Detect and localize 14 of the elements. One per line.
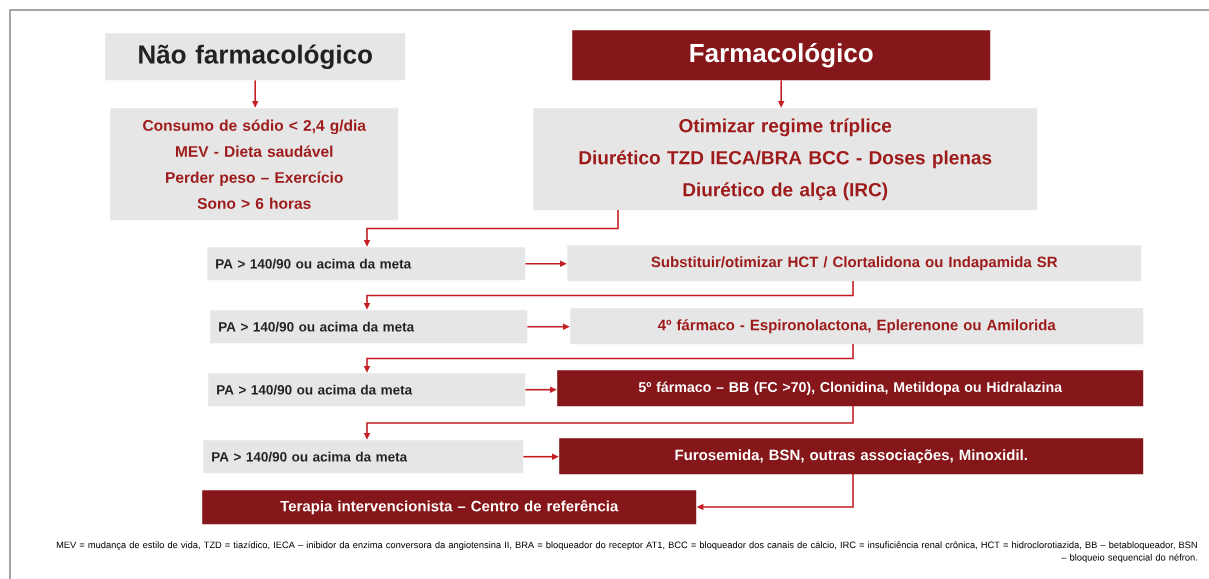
- caption-text: MEV = mudança de estilo de vida, TZD = tiazídico, IECA – inibidor da enzima conversora da angiotensina II, BRA = bloqueador do receptor AT1, BCC = bloqueador dos canais de cálcio, IRC = insuficiência renal crônica, HCT = hidroclorotiazida, BB – betabloqueador, BSN – bloqueio sequencial do néfron.: [56, 541, 1197, 563]
- condition-box: PA > 140/90 ou acima da meta: [210, 310, 528, 344]
- condition-box: PA > 140/90 ou acima da meta: [203, 440, 524, 474]
- process-box: Otimizar regime tríplice Diurético TZD IECA/BRA BCC - Doses plenas Diurético de alça (IRC): [533, 108, 1038, 211]
- heading-box: Farmacológico: [572, 30, 991, 81]
- condition-box: PA > 140/90 ou acima da meta: [208, 373, 526, 407]
- process-box: 5º fármaco – BB (FC >70), Clonidina, Metildopa ou Hidralazina: [557, 370, 1144, 407]
- process-box: 4º fármaco - Espironolactona, Eplerenone ou Amilorida: [570, 308, 1144, 345]
- process-box: Consumo de sódio < 2,4 g/dia MEV - Dieta saudável Perder peso – Exercício Sono > 6 horas: [110, 108, 399, 221]
- process-box: Terapia intervencionista – Centro de referência: [202, 490, 697, 525]
- process-box: Substituir/otimizar HCT / Clortalidona ou Indapamida SR: [567, 245, 1142, 282]
- condition-box: PA > 140/90 ou acima da meta: [207, 247, 526, 281]
- process-box: Furosemida, BSN, outras associações, Minoxidil.: [559, 438, 1144, 475]
- heading-box: Não farmacológico: [105, 33, 406, 81]
